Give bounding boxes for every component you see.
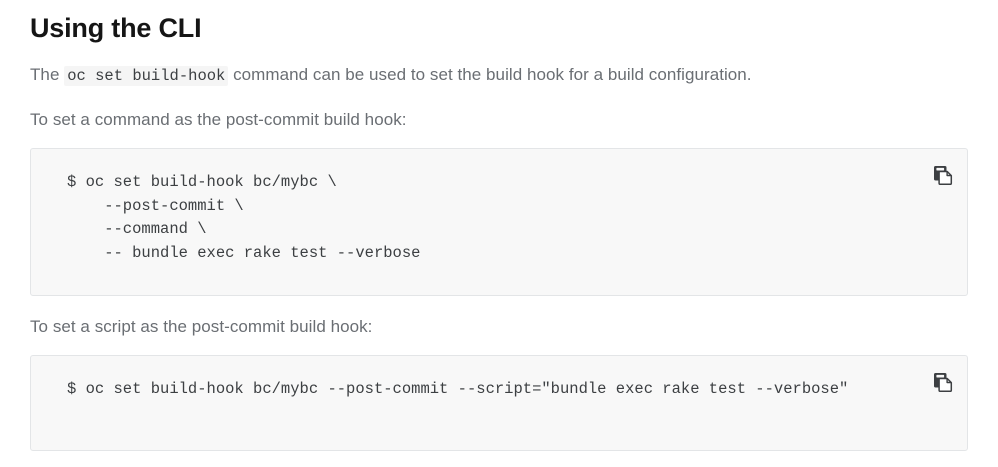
- copy-button[interactable]: [927, 366, 959, 398]
- inline-code-oc-set-build-hook: oc set build-hook: [64, 66, 229, 86]
- copy-icon: [933, 372, 953, 392]
- code-content[interactable]: $ oc set build-hook bc/mybc --post-commi…: [67, 380, 849, 398]
- paragraph-set-script: To set a script as the post-commit build…: [30, 317, 373, 336]
- intro-text-before: The: [30, 65, 65, 84]
- code-block-post-commit-script: $ oc set build-hook bc/mybc --post-commi…: [30, 355, 968, 451]
- code-content[interactable]: $ oc set build-hook bc/mybc \ --post-com…: [67, 173, 421, 262]
- copy-button[interactable]: [927, 159, 959, 191]
- copy-icon: [933, 165, 953, 185]
- intro-text-after: command can be used to set the build hoo…: [228, 65, 752, 84]
- page-title: Using the CLI: [30, 13, 202, 43]
- intro-paragraph: The oc set build-hook command can be use…: [30, 46, 968, 89]
- paragraph-set-command: To set a command as the post-commit buil…: [30, 110, 407, 129]
- code-block-post-commit-command: $ oc set build-hook bc/mybc \ --post-com…: [30, 148, 968, 296]
